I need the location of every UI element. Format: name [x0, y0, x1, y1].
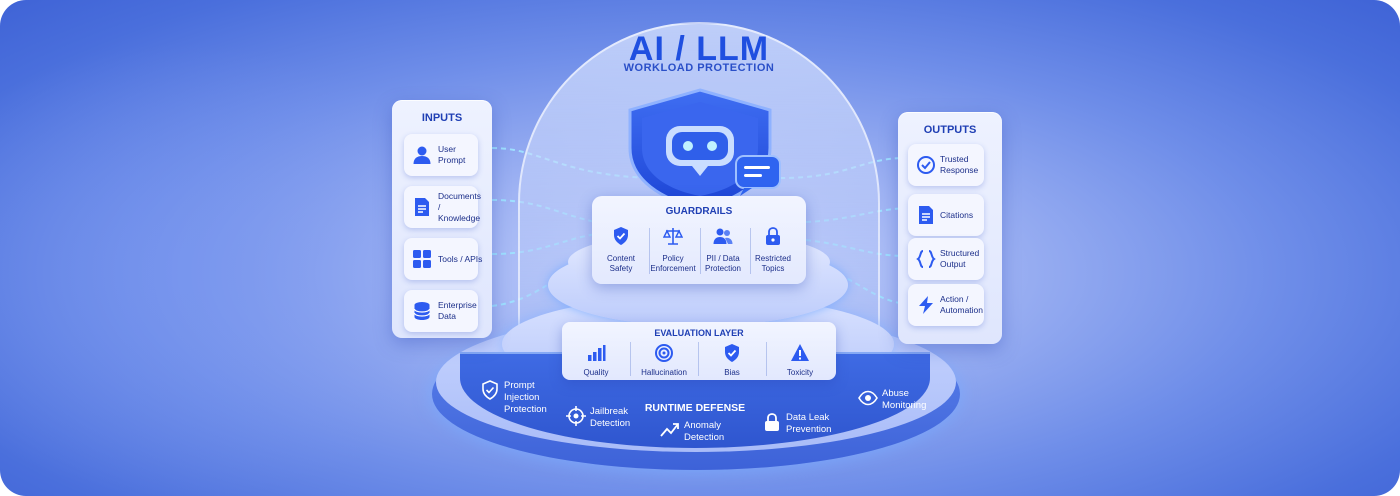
- guardrail-policy: Policy Enforcement: [648, 224, 698, 278]
- guardrail-content-safety: Content Safety: [596, 224, 646, 278]
- database-icon: [413, 302, 431, 320]
- target-icon: [655, 344, 673, 362]
- shield-check-icon: [482, 380, 498, 400]
- evaluation-label: Toxicity: [786, 368, 814, 377]
- evaluation-label: Hallucination: [641, 368, 687, 377]
- runtime-label: Prompt Injection Protection: [504, 380, 547, 415]
- guardrail-label: Restricted Topics: [754, 254, 791, 273]
- warning-icon: [791, 344, 809, 361]
- evaluation-layer-panel: EVALUATION LAYER Quality Hallucination B…: [562, 322, 836, 380]
- divider: [649, 228, 650, 274]
- output-card-citations: Citations: [908, 194, 984, 236]
- guardrail-pii: PII / Data Protection: [698, 224, 748, 278]
- evaluation-heading: EVALUATION LAYER: [654, 328, 744, 338]
- bar-chart-icon: [588, 345, 606, 361]
- lock-icon: [766, 227, 780, 245]
- inputs-panel: INPUTS User Prompt Documents / Knowledge…: [392, 100, 492, 338]
- runtime-label: Anomaly Detection: [684, 420, 725, 443]
- shield-robot-icon: [628, 88, 781, 210]
- eye-icon: [858, 390, 878, 406]
- input-label: Enterprise Data: [438, 300, 477, 321]
- output-label: Structured Output: [940, 248, 980, 269]
- evaluation-label: Bias: [724, 368, 740, 377]
- runtime-label: Data Leak Prevention: [786, 412, 832, 435]
- lock-icon: [765, 413, 779, 431]
- user-icon: [413, 146, 431, 164]
- evaluation-bias: Bias: [698, 340, 766, 380]
- output-label: Citations: [940, 209, 974, 220]
- check-circle-icon: [917, 156, 935, 174]
- divider: [630, 342, 631, 376]
- output-card-trusted-response: Trusted Response: [908, 144, 984, 186]
- users-icon: [713, 228, 733, 244]
- input-label: Documents / Knowledge: [438, 190, 481, 223]
- output-label: Action / Automation: [940, 294, 983, 315]
- divider: [766, 342, 767, 376]
- document-icon: [919, 206, 933, 224]
- lightning-icon: [919, 296, 933, 314]
- trend-icon: [660, 423, 679, 437]
- guardrail-restricted: Restricted Topics: [748, 224, 798, 278]
- page-subtitle: WORKLOAD PROTECTION: [623, 62, 775, 74]
- input-card-tools: Tools / APIs: [404, 238, 482, 280]
- runtime-label: Jailbreak Detection: [590, 406, 631, 429]
- output-label: Trusted Response: [940, 154, 979, 175]
- runtime-heading: RUNTIME DEFENSE: [644, 402, 746, 414]
- divider: [750, 228, 751, 274]
- output-card-structured-output: Structured Output: [908, 238, 984, 280]
- input-card-documents: Documents / Knowledge: [404, 186, 481, 228]
- divider: [700, 228, 701, 274]
- braces-icon: [916, 250, 936, 268]
- guardrail-label: Content Safety: [606, 254, 636, 273]
- divider: [698, 342, 699, 376]
- runtime-label: Abuse Monitoring: [882, 388, 927, 411]
- evaluation-quality: Quality: [562, 340, 630, 380]
- guardrails-heading: GUARDRAILS: [665, 206, 733, 217]
- outputs-heading: OUTPUTS: [923, 124, 977, 136]
- scales-icon: [663, 228, 683, 245]
- output-card-action: Action / Automation: [908, 284, 984, 326]
- crosshair-icon: [566, 406, 586, 426]
- input-card-enterprise-data: Enterprise Data: [404, 290, 478, 332]
- evaluation-label: Quality: [583, 368, 609, 377]
- inputs-heading: INPUTS: [421, 112, 463, 124]
- input-card-user-prompt: User Prompt: [404, 134, 478, 176]
- guardrail-label: PII / Data Protection: [704, 254, 742, 273]
- guardrail-label: Policy Enforcement: [650, 254, 696, 273]
- document-icon: [415, 198, 429, 216]
- evaluation-toxicity: Toxicity: [766, 340, 834, 380]
- outputs-panel: OUTPUTS Trusted Response Citations Struc…: [898, 112, 1002, 344]
- shield-check-icon: [614, 227, 628, 245]
- shield-check-icon: [725, 344, 739, 362]
- guardrails-panel: GUARDRAILS Content Safety Policy Enforce…: [592, 196, 806, 284]
- grid-icon: [413, 250, 431, 268]
- input-label: Tools / APIs: [438, 253, 483, 264]
- evaluation-hallucination: Hallucination: [630, 340, 698, 380]
- page-title: AI / LLM: [628, 30, 770, 68]
- input-label: User Prompt: [438, 144, 466, 165]
